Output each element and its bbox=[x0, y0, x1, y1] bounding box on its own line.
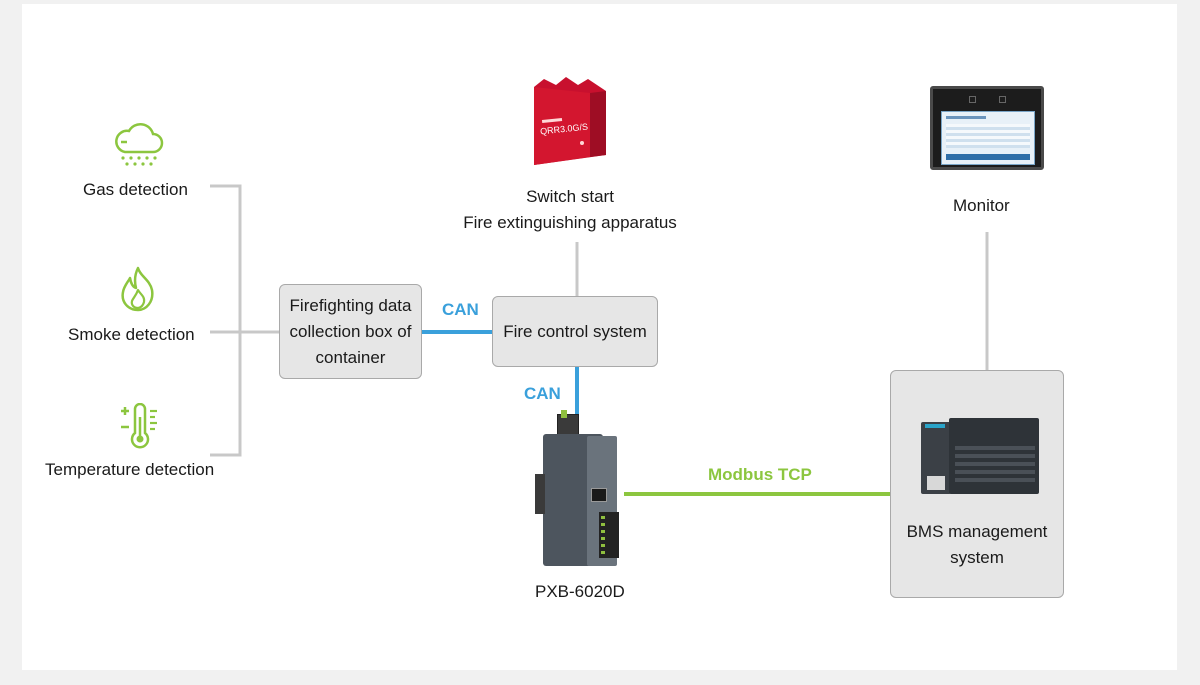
cloud-drizzle-icon bbox=[115, 122, 164, 166]
temperature-detection-label: Temperature detection bbox=[45, 460, 215, 479]
gateway-device bbox=[535, 410, 621, 567]
fire-extinguisher-device-icon bbox=[534, 77, 606, 165]
fire-control-node: Fire control system bbox=[492, 296, 658, 367]
monitor-label: Monitor bbox=[953, 196, 1010, 215]
smoke-detection-label: Smoke detection bbox=[68, 325, 195, 344]
thermometer-icon bbox=[121, 403, 157, 449]
collection-box-label: Firefighting data collection box of cont… bbox=[289, 295, 412, 367]
flame-icon bbox=[121, 266, 154, 312]
plc-device bbox=[921, 418, 1039, 496]
bms-label: BMS management system bbox=[906, 522, 1048, 567]
extinguisher-label-line1: Switch start bbox=[526, 187, 614, 206]
detector-bracket-line bbox=[210, 184, 242, 457]
collection-box-node: Firefighting data collection box of cont… bbox=[279, 284, 422, 379]
monitor-device bbox=[930, 86, 1044, 170]
gateway-label: PXB-6020D bbox=[535, 582, 625, 601]
fire-control-label: Fire control system bbox=[503, 321, 647, 341]
extinguisher-label-line2: Fire extinguishing apparatus bbox=[463, 213, 677, 232]
gas-detection-label: Gas detection bbox=[83, 180, 188, 199]
can-label-2: CAN bbox=[524, 384, 561, 403]
monitor-screen bbox=[941, 111, 1035, 165]
modbus-tcp-label: Modbus TCP bbox=[708, 465, 812, 484]
can-label-1: CAN bbox=[442, 300, 479, 319]
